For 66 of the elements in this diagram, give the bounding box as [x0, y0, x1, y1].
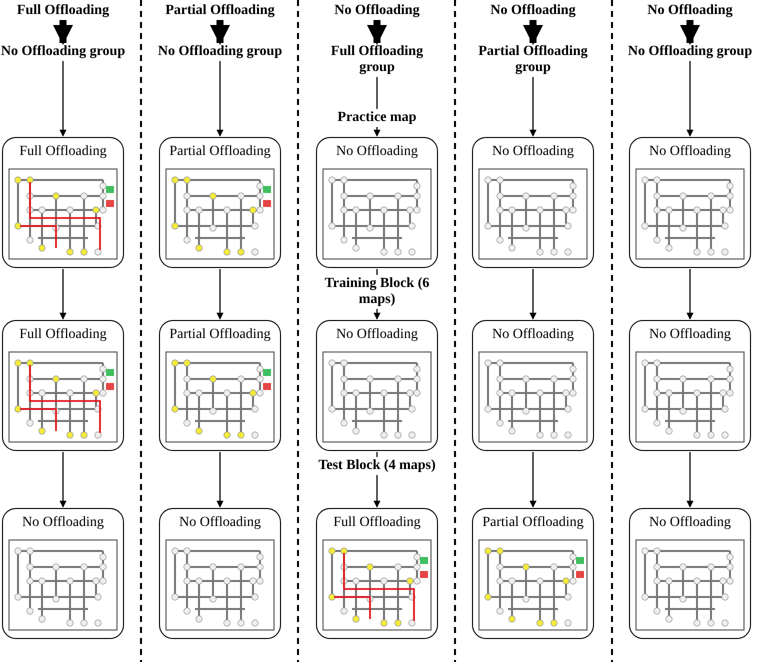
- arrow: [216, 61, 224, 137]
- arrow: [53, 20, 73, 45]
- condition-box: [2, 137, 124, 268]
- condition-box: [629, 137, 751, 268]
- condition-box: [629, 320, 751, 451]
- arrow: [367, 20, 387, 45]
- arrow: [530, 269, 536, 320]
- condition-title: No Offloading: [178, 515, 262, 531]
- connector-line: [376, 452, 378, 457]
- condition-box: [472, 320, 594, 451]
- step-label: Training Block (6 maps): [312, 276, 442, 308]
- condition-title: Partial Offloading: [168, 327, 272, 343]
- condition-box: [2, 508, 124, 639]
- condition-box: [159, 137, 281, 268]
- condition-title: No Offloading: [335, 327, 419, 343]
- condition-title: No Offloading: [648, 515, 732, 531]
- arrow: [60, 61, 66, 137]
- condition-box: [2, 320, 124, 451]
- connector-line: [376, 269, 378, 275]
- connector-line: [376, 77, 378, 109]
- arrow: [60, 452, 66, 508]
- condition-title: Full Offloading: [332, 515, 422, 531]
- arrow: [686, 61, 694, 137]
- group-label: No Offloading group: [155, 44, 285, 60]
- arrow: [523, 20, 543, 45]
- arrow: [530, 452, 536, 508]
- condition-heading: Full Offloading: [0, 3, 138, 19]
- condition-heading: No Offloading: [615, 3, 765, 19]
- arrow: [374, 475, 380, 508]
- condition-heading: Partial Offloading: [145, 3, 295, 19]
- arrow: [210, 20, 230, 45]
- group-label: Partial Offloading group: [468, 44, 598, 76]
- condition-title: Partial Offloading: [168, 144, 272, 160]
- condition-title: Full Offloading: [18, 327, 108, 343]
- condition-box: [629, 508, 751, 639]
- condition-title: No Offloading: [491, 327, 575, 343]
- condition-heading: No Offloading: [458, 3, 608, 19]
- condition-box: [316, 137, 438, 268]
- condition-box: [159, 320, 281, 451]
- arrow: [216, 452, 224, 508]
- condition-heading: No Offloading: [302, 3, 452, 19]
- condition-title: No Offloading: [21, 515, 105, 531]
- step-label: Test Block (4 maps): [312, 458, 442, 474]
- condition-title: No Offloading: [648, 144, 732, 160]
- arrow: [216, 269, 224, 320]
- arrow: [686, 452, 694, 508]
- condition-box: [472, 508, 594, 639]
- condition-title: No Offloading: [491, 144, 575, 160]
- condition-title: Partial Offloading: [481, 515, 585, 531]
- group-label: No Offloading group: [625, 44, 755, 60]
- arrow: [60, 269, 66, 320]
- condition-box: [316, 320, 438, 451]
- condition-box: [472, 137, 594, 268]
- group-label: No Offloading group: [0, 44, 128, 60]
- condition-box: [159, 508, 281, 639]
- step-label: Practice map: [312, 110, 442, 126]
- arrow: [686, 269, 694, 320]
- condition-title: No Offloading: [335, 144, 419, 160]
- condition-box: [316, 508, 438, 639]
- condition-title: Full Offloading: [18, 144, 108, 160]
- group-label: Full Offloading group: [312, 44, 442, 76]
- arrow: [680, 20, 700, 45]
- arrow: [374, 127, 380, 137]
- arrow: [530, 77, 536, 137]
- condition-title: No Offloading: [648, 327, 732, 343]
- arrow: [374, 309, 380, 320]
